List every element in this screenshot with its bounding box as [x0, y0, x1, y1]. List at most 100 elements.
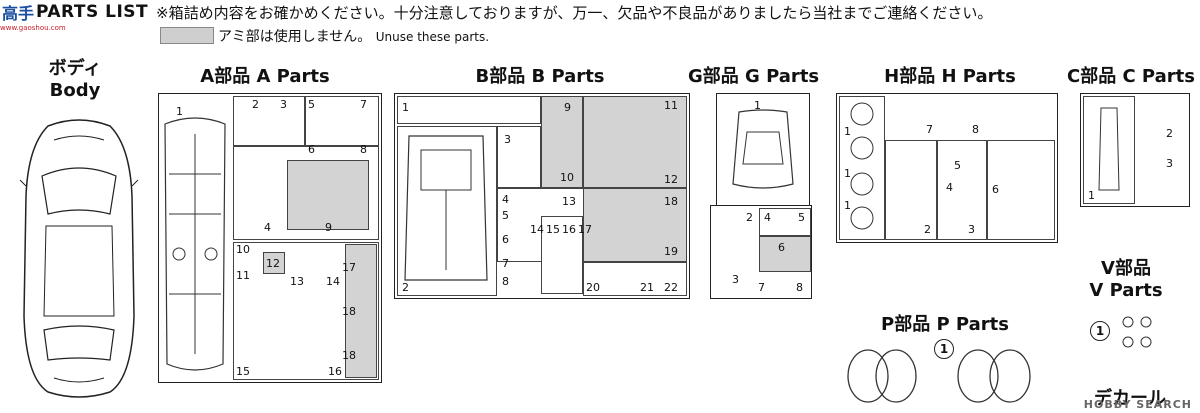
b-num-6: 6: [502, 233, 509, 246]
b-num-19: 19: [664, 245, 678, 258]
g-parts-frame-bottom: [710, 205, 812, 299]
a-parts-frame: [158, 93, 382, 383]
c-cell-1: [1083, 96, 1135, 204]
v-parts-drawing: [1122, 316, 1152, 348]
b-num-22: 22: [664, 281, 678, 294]
a-num-8: 8: [360, 143, 367, 156]
g-num-5: 5: [798, 211, 805, 224]
a-num-18a: 18: [342, 305, 356, 318]
a-chassis-drawing: [164, 117, 226, 371]
c-num-3: 3: [1166, 157, 1173, 170]
a-num-7: 7: [360, 98, 367, 111]
b-num-2: 2: [402, 281, 409, 294]
h-num-7: 7: [926, 123, 933, 136]
b-num-13: 13: [562, 195, 576, 208]
c-num-2: 2: [1166, 127, 1173, 140]
b-interior-drawing: [404, 135, 488, 281]
a-num-12: 12: [266, 257, 280, 270]
g-num-7: 7: [758, 281, 765, 294]
b-cell-3: [497, 126, 541, 188]
h-cell-1: [839, 96, 885, 240]
g-num-4: 4: [764, 211, 771, 224]
body-shell-drawing: [19, 119, 139, 398]
tires-drawing: [847, 349, 1031, 403]
g-num-1: 1: [754, 99, 761, 112]
h-num-8: 8: [972, 123, 979, 136]
b-num-14: 14: [530, 223, 544, 236]
b-num-20: 20: [586, 281, 600, 294]
b-gray-18-19: [583, 188, 687, 262]
h-parts-frame: [836, 93, 1058, 243]
a-num-13: 13: [290, 275, 304, 288]
b-num-4: 4: [502, 193, 509, 206]
watermark-text: 高手: [2, 4, 35, 23]
b-num-3: 3: [504, 133, 511, 146]
b-gray-9-10: [541, 96, 583, 188]
decal-label: デカール: [1094, 388, 1166, 409]
a-num-1: 1: [176, 105, 183, 118]
h-num-1c: 1: [844, 199, 851, 212]
b-cell-14-17: [541, 216, 583, 294]
b-cell-1: [397, 96, 541, 124]
h-cell-6: [987, 140, 1055, 240]
site-watermark: 高手 www.gaoshou.com: [0, 0, 66, 34]
b-num-9: 9: [564, 101, 571, 114]
body-title-jp: ボディ: [48, 58, 102, 79]
legend-jp: アミ部は使用しません。: [218, 29, 372, 45]
a-num-14: 14: [326, 275, 340, 288]
body-title: ボディ Body: [30, 58, 120, 102]
a-num-16: 16: [328, 365, 342, 378]
page-title: PARTS LIST: [36, 2, 149, 22]
g-roof-drawing: [732, 109, 794, 189]
b-num-7: 7: [502, 257, 509, 270]
a-num-15: 15: [236, 365, 250, 378]
g-parts-title: G部品 G Parts: [688, 66, 820, 87]
a-num-4: 4: [264, 221, 271, 234]
c-parts-frame: [1080, 93, 1190, 207]
h-num-1a: 1: [844, 125, 851, 138]
a-num-3: 3: [280, 98, 287, 111]
b-num-17: 17: [578, 223, 592, 236]
watermark-url: www.gaoshou.com: [0, 24, 66, 32]
a-num-10: 10: [236, 243, 250, 256]
h-num-1b: 1: [844, 167, 851, 180]
a-num-9: 9: [325, 221, 332, 234]
g-num-2: 2: [746, 211, 753, 224]
h-num-5: 5: [954, 159, 961, 172]
b-num-16: 16: [562, 223, 576, 236]
a-num-5: 5: [308, 98, 315, 111]
v-parts-title: V部品 V Parts: [1086, 258, 1166, 302]
b-cell-2: [397, 126, 497, 296]
a-num-18b: 18: [342, 349, 356, 362]
a-num-11: 11: [236, 269, 250, 282]
h-parts-title: H部品 H Parts: [884, 66, 1016, 87]
b-num-8: 8: [502, 275, 509, 288]
c-window-drawing: [1098, 107, 1120, 191]
b-num-10: 10: [560, 171, 574, 184]
b-num-21: 21: [640, 281, 654, 294]
g-num-8: 8: [796, 281, 803, 294]
a-gray-17-18: [345, 244, 377, 378]
a-cell-5-8: [305, 96, 379, 146]
hobby-search-watermark: HOBBY SEARCH: [1083, 398, 1192, 411]
a-num-2: 2: [252, 98, 259, 111]
p-circle-num: 1: [934, 339, 954, 359]
h-num-4: 4: [946, 181, 953, 194]
h-lens-drawing: [850, 102, 874, 230]
v-title-jp: V部品: [1101, 258, 1151, 279]
b-num-15: 15: [546, 223, 560, 236]
v-circle-num: 1: [1090, 321, 1110, 341]
a-parts-title: A部品 A Parts: [200, 66, 330, 87]
p-parts-title: P部品 P Parts: [881, 314, 1009, 335]
b-num-1: 1: [402, 101, 409, 114]
h-num-3: 3: [968, 223, 975, 236]
a-cell-2-3: [233, 96, 305, 146]
b-num-5: 5: [502, 209, 509, 222]
body-title-en: Body: [49, 80, 101, 101]
g-num-6: 6: [778, 241, 785, 254]
g-num-3: 3: [732, 273, 739, 286]
g-cell-4-5: [759, 208, 811, 236]
b-parts-title: B部品 B Parts: [475, 66, 605, 87]
b-num-12: 12: [664, 173, 678, 186]
a-num-6: 6: [308, 143, 315, 156]
